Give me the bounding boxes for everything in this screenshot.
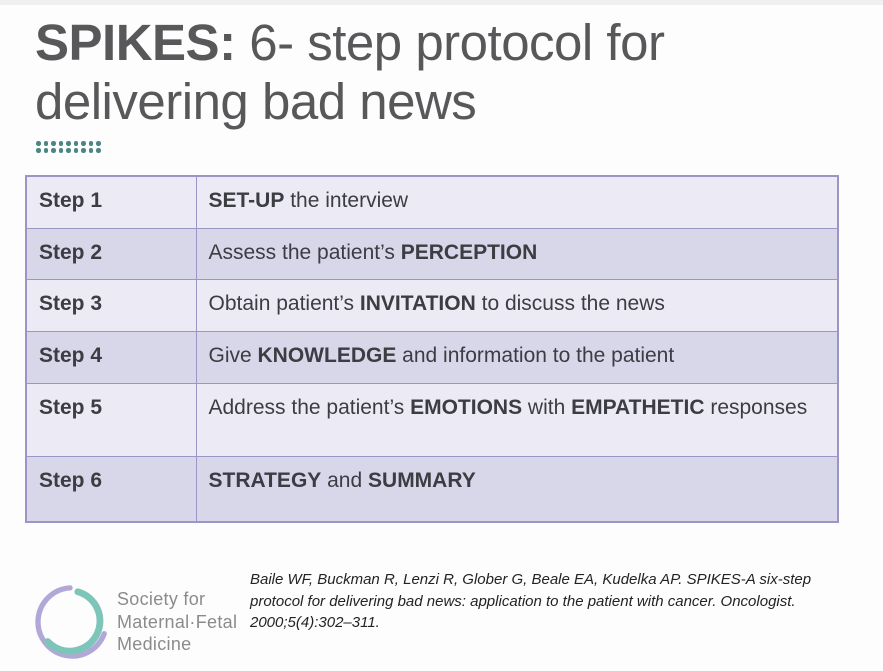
step-cell: Step 2: [25, 227, 197, 280]
description-cell: Address the patient’s EMOTIONS with EMPA…: [195, 382, 839, 457]
description-cell: Obtain patient’s INVITATION to discuss t…: [195, 278, 839, 332]
logo-text-line-1: Society for: [117, 589, 206, 610]
title-line-1: SPIKES: 6- step protocol for: [35, 13, 665, 72]
step-cell: Step 5: [25, 382, 197, 457]
title-bold-part: SPIKES:: [35, 14, 236, 71]
title-line1-rest: 6- step protocol for: [235, 14, 665, 71]
step-cell: Step 4: [25, 330, 197, 384]
description-cell: Assess the patient’s PERCEPTION: [195, 227, 839, 280]
logo-text-line-2: Maternal·Fetal: [117, 611, 238, 632]
step-cell: Step 1: [25, 175, 197, 229]
screen-edge-strip: [0, 0, 883, 5]
logo-text-line-3: Medicine: [117, 634, 192, 655]
smfm-logo-text: Society for Maternal·Fetal Medicine: [117, 588, 237, 656]
smfm-logo-icon: [35, 585, 107, 659]
description-cell: STRATEGY and SUMMARY: [195, 455, 839, 523]
title-line-2: delivering bad news: [35, 73, 477, 130]
description-cell: Give KNOWLEDGE and information to the pa…: [195, 330, 839, 384]
smfm-logo: Society for Maternal·Fetal Medicine: [33, 583, 237, 661]
description-cell: SET-UP the interview: [195, 175, 839, 229]
reference-citation: Baile WF, Buckman R, Lenzi R, Glober G, …: [250, 571, 812, 631]
page-title: SPIKES: 6- step protocol for delivering …: [35, 13, 665, 131]
step-cell: Step 6: [25, 455, 197, 523]
step-cell: Step 3: [25, 278, 197, 332]
dots-decoration: [36, 141, 104, 155]
